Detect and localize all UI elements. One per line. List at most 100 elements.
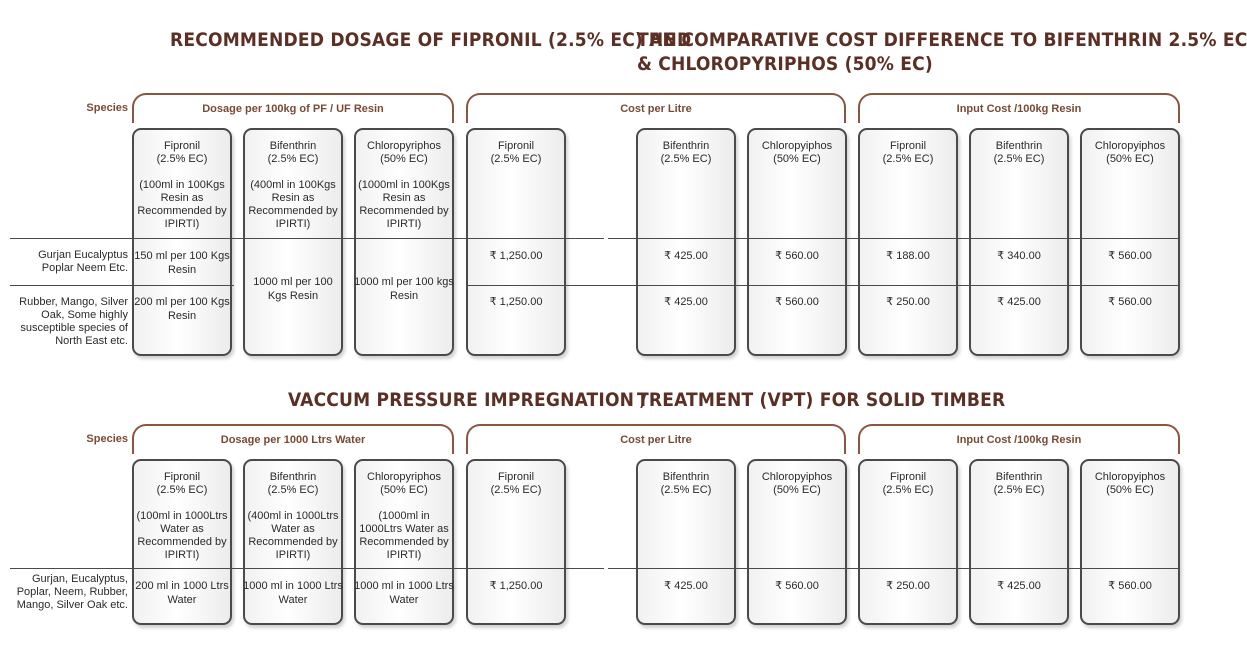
cost-value: ₹ 425.00: [664, 580, 708, 592]
chloropyriphos-dose-value: 1000 ml in 1000 Ltrs Water: [354, 580, 454, 606]
species-row-label: Gurjan, Eucalyptus, Poplar, Neem, Rubber…: [16, 573, 128, 611]
column-name: Chloropyiphos: [761, 471, 833, 483]
column-concentration: (50% EC): [380, 484, 428, 496]
fipronil-cost-card: Fipronil(2.5% EC): [466, 459, 566, 625]
cost-value: ₹ 560.00: [775, 580, 819, 592]
cost-value: ₹ 560.00: [775, 296, 819, 308]
column-name: Chloropyiphos: [761, 140, 833, 152]
input-cost-value: ₹ 560.00: [1108, 250, 1152, 262]
cost-value: ₹ 1,250.00: [489, 250, 543, 262]
column-name: Bifenthrin: [269, 140, 317, 152]
column-name: Bifenthrin: [662, 471, 710, 483]
column-name: Fipronil: [497, 471, 535, 483]
column-concentration: (2.5% EC): [490, 484, 542, 496]
species-header: Species: [86, 102, 128, 114]
column-name: Bifenthrin: [995, 140, 1043, 152]
species-row-label: Gurjan Eucalyptus Poplar Neem Etc.: [38, 249, 128, 274]
fipronil-dose-value: 200 ml in 1000 Ltrs Water: [135, 580, 229, 606]
input-cost-value: ₹ 560.00: [1108, 580, 1152, 592]
column-concentration: (50% EC): [380, 153, 428, 165]
section1-title-right-line2: & Chloropyriphos (50% EC): [637, 53, 933, 75]
input-cost-value: ₹ 250.00: [886, 580, 930, 592]
cost-group-label: Cost per Litre: [620, 434, 692, 446]
column-note: (1000ml in 1000Ltrs Water as Recommended…: [359, 510, 449, 561]
input-cost-value: ₹ 250.00: [886, 296, 930, 308]
input-cost-value: ₹ 425.00: [997, 580, 1041, 592]
column-name: Fipronil: [889, 140, 927, 152]
column-note: (100ml in 100Kgs Resin as Recommended by…: [137, 179, 227, 230]
fipronil-input-card: Fipronil(2.5% EC): [858, 459, 958, 625]
column-concentration: (2.5% EC): [993, 153, 1045, 165]
fipronil-dosage-card: Fipronil (2.5% EC) (100ml in 1000Ltrs Wa…: [132, 459, 232, 625]
cost-group-bracket: [466, 93, 846, 123]
column-concentration: (2.5% EC): [267, 153, 319, 165]
bifenthrin-dose-value: 1000 ml per 100 Kgs Resin: [253, 276, 333, 302]
fipronil-dose-value: 200 ml per 100 Kgs Resin: [134, 296, 230, 322]
column-concentration: (2.5% EC): [156, 484, 208, 496]
cost-group-label: Cost per Litre: [620, 103, 692, 115]
chloropyriphos-cost-card: Chloropyiphos(50% EC): [747, 459, 847, 625]
section2-title-left: Vaccum Pressure Impregnation /: [288, 389, 647, 411]
column-name: Bifenthrin: [269, 471, 317, 483]
dosage-group-label: Dosage per 1000 Ltrs Water: [220, 434, 366, 446]
column-concentration: (2.5% EC): [993, 484, 1045, 496]
row-separator: [466, 285, 1180, 286]
bifenthrin-cost-card: Bifenthrin(2.5% EC): [636, 459, 736, 625]
bifenthrin-dose-value: 1000 ml in 1000 Ltrs Water: [243, 580, 343, 606]
column-name: Bifenthrin: [995, 471, 1043, 483]
column-concentration: (2.5% EC): [660, 484, 712, 496]
column-concentration: (2.5% EC): [156, 153, 208, 165]
column-concentration: (2.5% EC): [660, 153, 712, 165]
column-note: (100ml in 1000Ltrs Water as Recommended …: [136, 510, 228, 561]
column-name: Fipronil: [163, 471, 201, 483]
bifenthrin-input-card: Bifenthrin(2.5% EC): [969, 128, 1069, 356]
input-group-bracket: [858, 93, 1180, 123]
input-cost-value: ₹ 188.00: [886, 250, 930, 262]
column-concentration: (50% EC): [1106, 153, 1154, 165]
column-concentration: (2.5% EC): [267, 484, 319, 496]
input-group-label: Input Cost /100kg Resin: [956, 103, 1082, 115]
column-name: Chloropyiphos: [1094, 471, 1166, 483]
chloropyriphos-input-card: Chloropyiphos(50% EC): [1080, 459, 1180, 625]
cost-value: ₹ 1,250.00: [489, 296, 543, 308]
section1-title-right-line1: the Comparative Cost Difference to Bifen…: [637, 29, 1247, 51]
row-separator: [10, 238, 604, 239]
chloropyriphos-dose-value: 1000 ml per 100 kgs Resin: [354, 276, 454, 302]
dosage-group-bracket: [132, 93, 454, 123]
fipronil-dosage-card: Fipronil (2.5% EC) (100ml in 100Kgs Resi…: [132, 128, 232, 356]
row-separator: [608, 568, 1180, 569]
chloropyriphos-cost-card: Chloropyiphos(50% EC): [747, 128, 847, 356]
column-concentration: (2.5% EC): [882, 153, 934, 165]
column-name: Fipronil: [497, 140, 535, 152]
cost-value: ₹ 1,250.00: [489, 580, 543, 592]
input-cost-value: ₹ 425.00: [997, 296, 1041, 308]
bifenthrin-cost-card: Bifenthrin(2.5% EC): [636, 128, 736, 356]
chloropyriphos-input-card: Chloropyiphos(50% EC): [1080, 128, 1180, 356]
bifenthrin-dosage-card: Bifenthrin (2.5% EC) (400ml in 1000Ltrs …: [243, 459, 343, 625]
species-header: Species: [86, 433, 128, 445]
column-name: Chloropyriphos: [367, 140, 441, 152]
section1-title-left: Recommended Dosage of Fipronil (2.5% EC)…: [170, 29, 692, 51]
chloropyriphos-dosage-card: Chloropyriphos (50% EC) (1000ml in 100Kg…: [354, 128, 454, 356]
fipronil-dose-value: 150 ml per 100 Kgs Resin: [134, 250, 230, 276]
species-row-label: Rubber, Mango, Silver Oak, Some highly s…: [19, 296, 128, 347]
row-separator: [10, 568, 604, 569]
column-name: Fipronil: [163, 140, 201, 152]
fipronil-input-card: Fipronil(2.5% EC): [858, 128, 958, 356]
cost-group-bracket: [466, 424, 846, 454]
bifenthrin-dosage-card: Bifenthrin (2.5% EC) (400ml in 100Kgs Re…: [243, 128, 343, 356]
column-name: Bifenthrin: [662, 140, 710, 152]
dosage-group-label: Dosage per 100kg of PF / UF Resin: [202, 103, 384, 115]
column-name: Fipronil: [889, 471, 927, 483]
column-concentration: (2.5% EC): [490, 153, 542, 165]
chloropyriphos-dosage-card: Chloropyriphos (50% EC) (1000ml in 1000L…: [354, 459, 454, 625]
row-separator: [608, 238, 1180, 239]
column-concentration: (50% EC): [773, 484, 821, 496]
cost-value: ₹ 425.00: [664, 296, 708, 308]
column-concentration: (2.5% EC): [882, 484, 934, 496]
row-separator: [10, 285, 234, 286]
bifenthrin-input-card: Bifenthrin(2.5% EC): [969, 459, 1069, 625]
column-name: Chloropyriphos: [367, 471, 441, 483]
column-name: Chloropyiphos: [1094, 140, 1166, 152]
cost-value: ₹ 560.00: [775, 250, 819, 262]
